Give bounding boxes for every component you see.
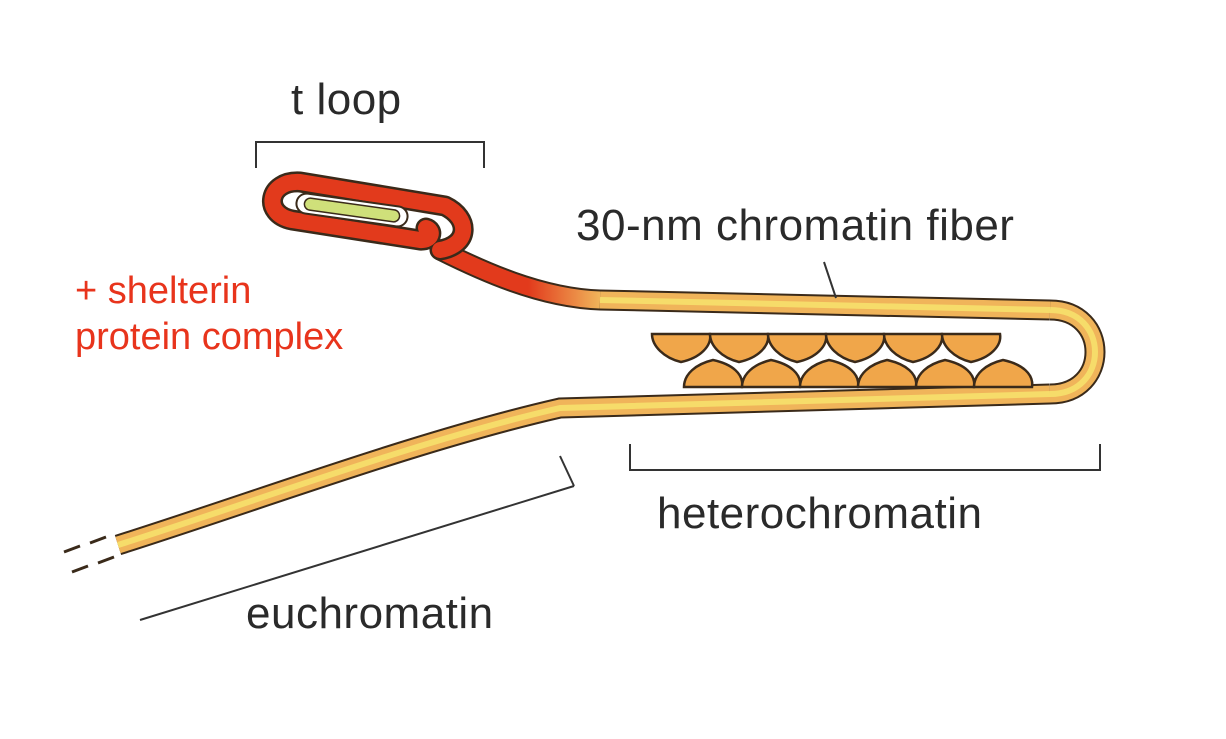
heterochromatin-bracket [629,444,1101,471]
fiber-top-strand [435,240,1051,321]
euchromatin-fiber [114,383,1051,556]
fiber-leader-line [823,261,837,299]
chromatin-fiber-label: 30-nm chromatin fiber [576,201,1015,250]
dashed-continuation [63,535,115,574]
chromatin-fold [1049,299,1106,405]
shelterin-label-line1: + shelterin [75,270,252,312]
t-loop-bracket [255,141,485,168]
t-loop-label: t loop [291,75,402,124]
heterochromatin-label: heterochromatin [657,489,983,538]
shelterin-label: + shelterin protein complex [75,268,343,360]
shelterin-label-line2: protein complex [75,316,344,358]
annotation-lines [139,141,1101,621]
t-loop [262,171,474,261]
euchromatin-leader-tick [559,455,575,487]
euchromatin-leader-line [139,485,575,621]
heterochromatin-nucleosomes [650,332,1034,389]
euchromatin-label: euchromatin [246,589,494,638]
